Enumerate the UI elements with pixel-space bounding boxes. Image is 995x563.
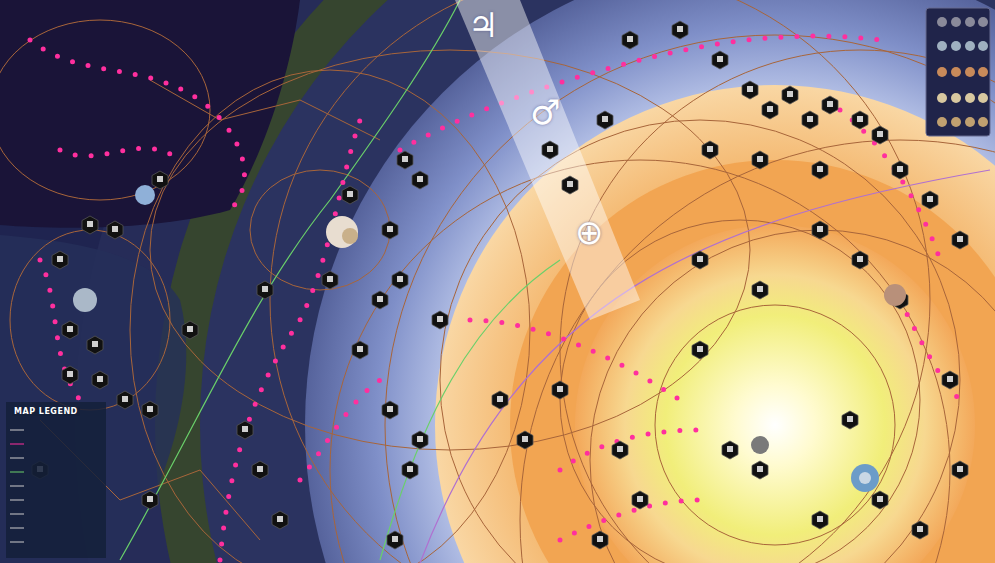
- legend-heading: MAP LEGEND: [12, 407, 80, 416]
- planet-symbol: ♂: [530, 95, 560, 129]
- planet-symbol: ⊕: [575, 215, 604, 249]
- planet-symbol: ♃: [468, 8, 498, 42]
